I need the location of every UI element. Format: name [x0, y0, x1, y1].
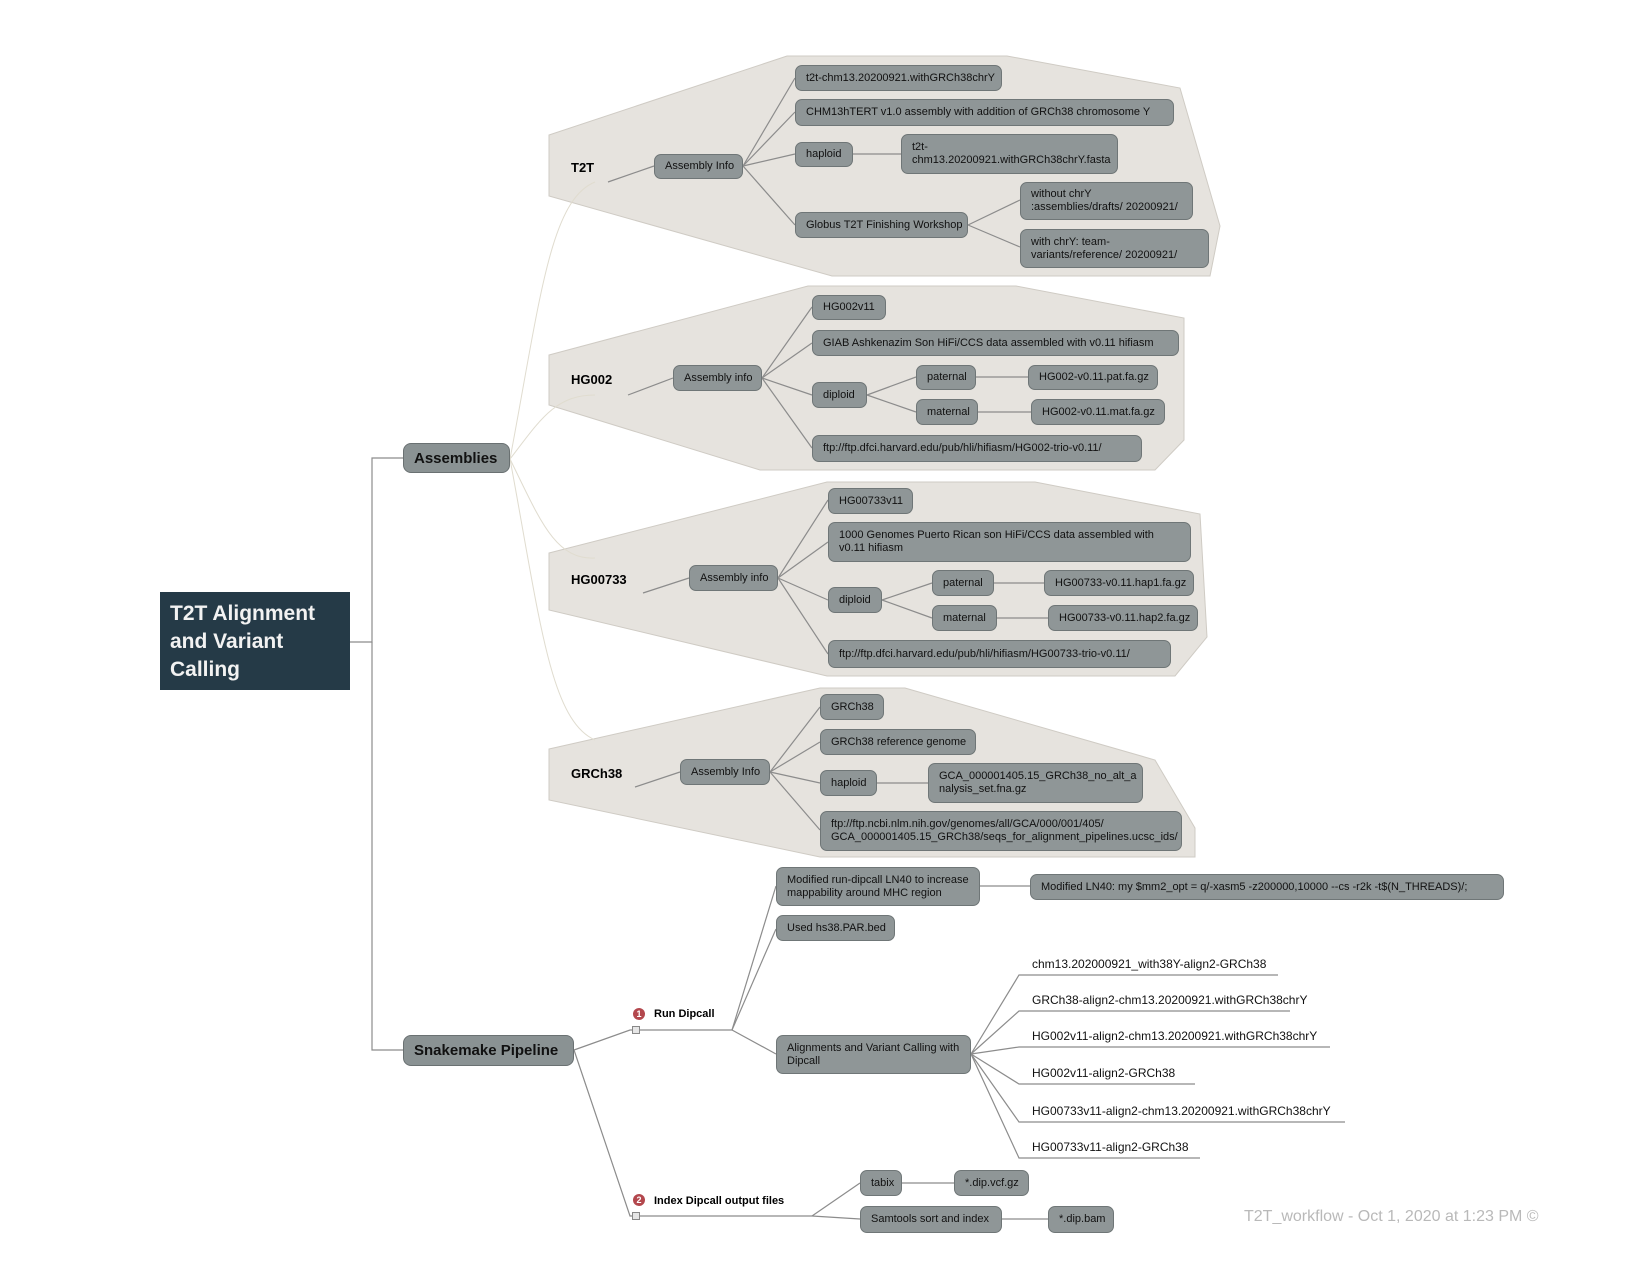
- hg00733-label[interactable]: HG00733: [571, 572, 627, 587]
- t2t-ploidy-node[interactable]: haploid: [795, 142, 853, 167]
- root-topic[interactable]: T2T Alignment and Variant Calling: [160, 592, 350, 690]
- grch38-name-node[interactable]: GRCh38: [820, 694, 884, 720]
- output-item[interactable]: HG002v11-align2-chm13.20200921.withGRCh3…: [1032, 1029, 1318, 1043]
- snakemake-pipeline-node[interactable]: Snakemake Pipeline: [403, 1035, 574, 1066]
- tabix-node[interactable]: tabix: [860, 1170, 902, 1196]
- t2t-fasta-node[interactable]: t2t-chm13.20200921.withGRCh38chrY.fasta: [901, 134, 1118, 174]
- modified-dipcall-node[interactable]: Modified run-dipcall LN40 to increase ma…: [776, 867, 980, 906]
- footer-timestamp: T2T_workflow - Oct 1, 2020 at 1:23 PM ©: [1244, 1208, 1539, 1225]
- t2t-globus-node[interactable]: Globus T2T Finishing Workshop: [795, 212, 968, 238]
- t2t-name-node[interactable]: t2t-chm13.20200921.withGRCh38chrY: [795, 65, 1002, 91]
- hg002-maternal-node[interactable]: maternal: [916, 399, 978, 425]
- vcf-node[interactable]: *.dip.vcf.gz: [954, 1170, 1029, 1196]
- grch38-ploidy-node[interactable]: haploid: [820, 770, 877, 796]
- hg00733-paternal-node[interactable]: paternal: [932, 570, 994, 596]
- hg002-assembly-info[interactable]: Assembly info: [673, 365, 762, 391]
- hg00733-maternal-file[interactable]: HG00733-v0.11.hap2.fa.gz: [1048, 605, 1198, 631]
- hg002-description-node[interactable]: GIAB Ashkenazim Son HiFi/CCS data assemb…: [812, 330, 1179, 356]
- hg002-label[interactable]: HG002: [571, 372, 613, 387]
- t2t-without-chry-node[interactable]: without chrY :assemblies/drafts/ 2020092…: [1020, 182, 1193, 220]
- hg00733-assembly-info[interactable]: Assembly info: [689, 565, 778, 591]
- hg00733-paternal-file[interactable]: HG00733-v0.11.hap1.fa.gz: [1044, 570, 1194, 596]
- assemblies-node[interactable]: Assemblies: [403, 443, 510, 473]
- run-dipcall-priority-icon: 1: [633, 1008, 645, 1020]
- hg00733-ftp-node[interactable]: ftp://ftp.dfci.harvard.edu/pub/hli/hifia…: [828, 640, 1171, 668]
- bam-node[interactable]: *.dip.bam: [1048, 1206, 1114, 1233]
- hg002-ploidy-node[interactable]: diploid: [812, 382, 867, 408]
- output-item[interactable]: HG00733v11-align2-chm13.20200921.withGRC…: [1032, 1104, 1331, 1118]
- hg00733-name-node[interactable]: HG00733v11: [828, 488, 913, 514]
- samtools-node[interactable]: Samtools sort and index: [860, 1206, 1002, 1233]
- hg00733-maternal-node[interactable]: maternal: [932, 605, 997, 631]
- hg002-name-node[interactable]: HG002v11: [812, 295, 886, 320]
- grch38-ftp-node[interactable]: ftp://ftp.ncbi.nlm.nih.gov/genomes/all/G…: [820, 811, 1182, 851]
- index-dipcall-label[interactable]: Index Dipcall output files: [654, 1195, 785, 1207]
- output-item[interactable]: GRCh38-align2-chm13.20200921.withGRCh38c…: [1032, 993, 1308, 1007]
- hg00733-description-node[interactable]: 1000 Genomes Puerto Rican son HiFi/CCS d…: [828, 522, 1191, 562]
- output-item[interactable]: HG002v11-align2-GRCh38: [1032, 1066, 1176, 1080]
- grch38-assembly-info[interactable]: Assembly Info: [680, 759, 770, 785]
- hg002-paternal-file[interactable]: HG002-v0.11.pat.fa.gz: [1028, 365, 1158, 390]
- hg00733-ploidy-node[interactable]: diploid: [828, 587, 882, 613]
- grch38-fasta-node[interactable]: GCA_000001405.15_GRCh38_no_alt_a nalysis…: [928, 763, 1143, 803]
- t2t-with-chry-node[interactable]: with chrY: team-variants/reference/ 2020…: [1020, 229, 1209, 268]
- grch38-label[interactable]: GRCh38: [571, 766, 623, 781]
- run-dipcall-collapse-toggle[interactable]: [632, 1026, 640, 1034]
- modified-ln40-node[interactable]: Modified LN40: my $mm2_opt = q/-xasm5 -z…: [1030, 874, 1504, 900]
- run-dipcall-label[interactable]: Run Dipcall: [654, 1008, 715, 1020]
- grch38-description-node[interactable]: GRCh38 reference genome: [820, 729, 976, 755]
- par-bed-node[interactable]: Used hs38.PAR.bed: [776, 915, 895, 941]
- hg002-maternal-file[interactable]: HG002-v0.11.mat.fa.gz: [1031, 399, 1165, 425]
- hg002-ftp-node[interactable]: ftp://ftp.dfci.harvard.edu/pub/hli/hifia…: [812, 435, 1142, 462]
- t2t-description-node[interactable]: CHM13hTERT v1.0 assembly with addition o…: [795, 99, 1174, 126]
- index-priority-icon: 2: [633, 1194, 645, 1206]
- index-collapse-toggle[interactable]: [632, 1212, 640, 1220]
- t2t-assembly-info[interactable]: Assembly Info: [654, 154, 743, 179]
- hg002-paternal-node[interactable]: paternal: [916, 365, 976, 390]
- alignments-node[interactable]: Alignments and Variant Calling with Dipc…: [776, 1035, 971, 1074]
- output-item[interactable]: HG00733v11-align2-GRCh38: [1032, 1140, 1189, 1154]
- t2t-label[interactable]: T2T: [571, 160, 595, 175]
- output-item[interactable]: chm13.202000921_with38Y-align2-GRCh38: [1032, 957, 1267, 971]
